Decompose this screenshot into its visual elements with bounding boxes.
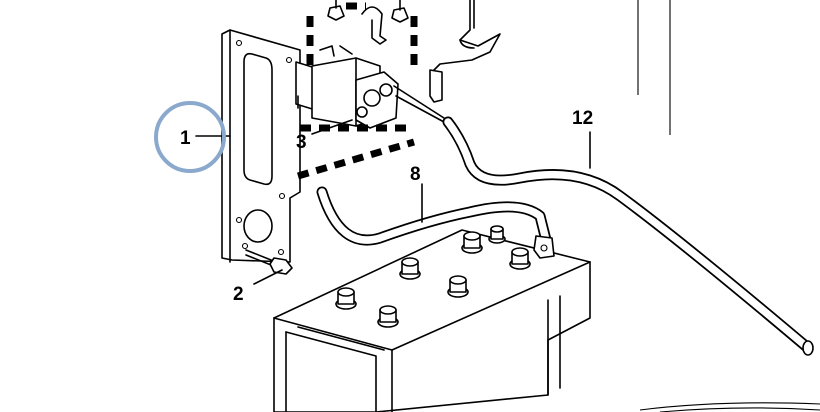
background-guide-lines	[637, 0, 820, 412]
callout-3: 3	[296, 132, 307, 153]
cable-12	[442, 116, 814, 356]
dashed-links	[297, 2, 418, 180]
callout-8: 8	[410, 164, 421, 185]
callout-2: 2	[233, 284, 244, 305]
cable-8	[316, 186, 555, 259]
callout-12: 12	[572, 108, 593, 129]
mounting-plate	[221, 29, 301, 263]
callout-1: 1	[180, 128, 191, 149]
battery-terminals	[335, 225, 531, 328]
bolt	[245, 249, 293, 275]
battery	[273, 225, 591, 412]
top-connectors	[327, 0, 501, 103]
relay-switch	[295, 45, 445, 129]
callout-1-highlight-ring	[154, 101, 226, 173]
